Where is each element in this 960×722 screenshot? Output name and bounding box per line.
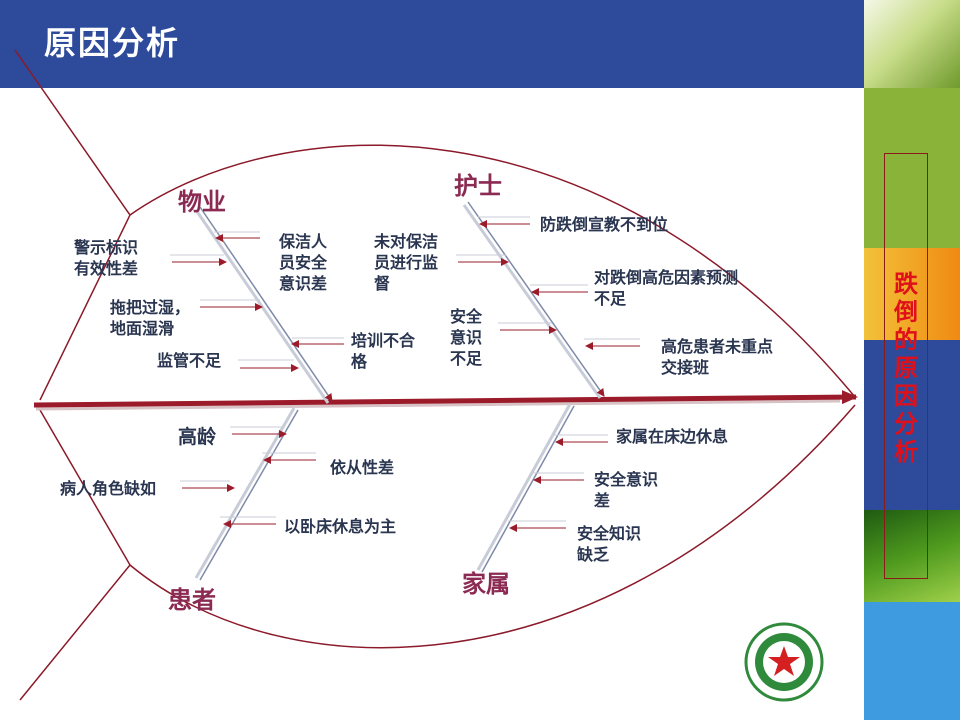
- fish-tail-upper: [14, 49, 131, 401]
- cause-jianguan: 监管不足: [157, 351, 222, 370]
- cause-wochuang: 以卧床休息为主: [284, 517, 397, 536]
- spine-shadow: [35, 399, 841, 411]
- category-jiashu: 家属: [462, 570, 510, 598]
- cause-gaowei-jiaojie: 高危患者未重点 交接班: [661, 337, 774, 377]
- cause-fangdiedao: 防跌倒宣教不到位: [540, 215, 669, 234]
- fish-outline-lower: [129, 404, 856, 649]
- bone-hushi: [467, 201, 605, 397]
- side-leaf-image-bottom: [864, 510, 960, 602]
- side-leaf-image-top: [864, 0, 960, 88]
- header-bar: 原因分析: [0, 0, 864, 88]
- cause-jiashu-yishi: 安全意识 差: [594, 470, 659, 510]
- side-band-orange: [864, 248, 960, 340]
- cause-bingren: 病人角色缺如: [60, 479, 157, 498]
- bone-huanzhe: [199, 409, 299, 581]
- hospital-logo: [714, 606, 854, 718]
- cause-weidui: 未对保洁 员进行监 督: [374, 232, 439, 293]
- fishbone-diagram: [14, 49, 858, 701]
- cause-jingshi: 警示标识 有效性差: [74, 238, 139, 278]
- side-title-frame: [884, 153, 928, 579]
- side-band-lightblue: [864, 602, 960, 720]
- side-band-blue: [864, 340, 960, 510]
- cause-gaowei-yuce: 对跌倒高危因素预测 不足: [594, 268, 739, 308]
- cause-tuoba: 拖把过湿， 地面湿滑: [110, 298, 191, 338]
- cause-gaoling: 高龄: [178, 426, 217, 448]
- cause-jiashu-zhishi: 安全知识 缺乏: [577, 524, 642, 564]
- category-wuye: 物业: [178, 188, 226, 216]
- category-huanzhe: 患者: [168, 586, 216, 614]
- arrows-huanzhe: [180, 426, 316, 528]
- fish-outline-upper: [129, 144, 856, 398]
- category-hushi: 护士: [454, 172, 502, 200]
- cause-peixun: 培训不合 格: [351, 331, 416, 371]
- main-spine: [33, 390, 858, 408]
- cause-baojie: 保洁人 员安全 意识差: [279, 232, 328, 293]
- cause-anquan-yishi-hushi: 安全 意识 不足: [450, 307, 483, 368]
- cause-yicong: 依从性差: [330, 458, 395, 477]
- arrows-jiashu: [508, 434, 608, 532]
- cause-jiashu-chuangbian: 家属在床边休息: [616, 427, 729, 446]
- side-band-green: [864, 88, 960, 248]
- bone-jiashu: [481, 405, 575, 573]
- page-title: 原因分析: [44, 24, 181, 62]
- fish-tail-lower: [19, 409, 131, 701]
- side-title: 跌倒的原因分析: [894, 270, 918, 466]
- arrows-hushi: [456, 216, 640, 350]
- arrows-wuye: [170, 231, 344, 372]
